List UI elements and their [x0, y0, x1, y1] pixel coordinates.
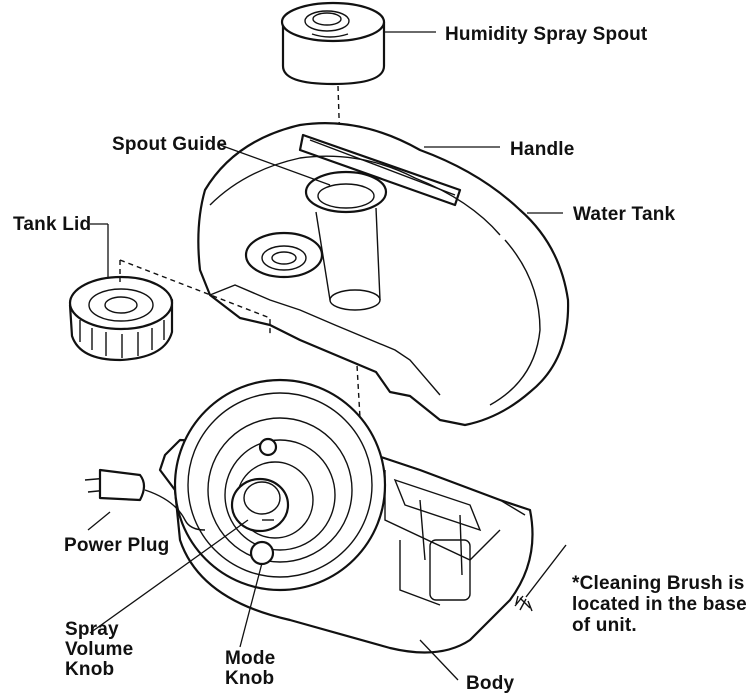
label-power-plug: Power Plug — [64, 535, 169, 556]
label-body: Body — [466, 673, 515, 694]
label-humidity-spray-spout: Humidity Spray Spout — [445, 24, 648, 45]
cleaning-brush-note-line2: located in the base — [572, 594, 747, 615]
lid-dashed-line — [119, 259, 271, 335]
label-spray-volume-knob-line3: Knob — [65, 659, 114, 680]
label-water-tank: Water Tank — [573, 204, 676, 225]
cleaning-brush-part — [514, 544, 567, 612]
power-plug-part — [84, 468, 206, 531]
cleaning-brush-note-line3: of unit. — [572, 615, 637, 636]
humidity-spray-spout-part — [280, 1, 386, 86]
callout-lines — [87, 31, 563, 681]
label-tank-lid: Tank Lid — [13, 214, 91, 235]
label-spray-volume-knob-line1: Spray — [65, 619, 119, 640]
label-mode-knob-line1: Mode — [225, 648, 275, 669]
label-spout-guide: Spout Guide — [112, 134, 227, 155]
cleaning-brush-note-line1: *Cleaning Brush is — [572, 573, 745, 594]
tank-lid-part — [68, 275, 174, 362]
tank-to-body-dashed-line — [354, 329, 361, 419]
label-spray-volume-knob-line2: Volume — [65, 639, 133, 660]
label-handle: Handle — [510, 139, 575, 160]
label-mode-knob-line2: Knob — [225, 668, 274, 689]
water-tank-part — [197, 122, 570, 427]
